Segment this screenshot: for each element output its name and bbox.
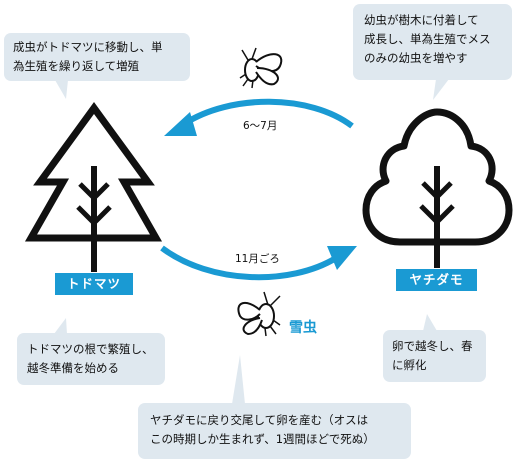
insect-icon — [239, 47, 283, 89]
insect-icon — [237, 291, 281, 337]
conifer-label-box — [55, 273, 133, 295]
text-line: に孵化 — [392, 358, 427, 372]
arrow-top — [164, 98, 354, 136]
deciduous-label: ヤチダモ — [409, 272, 464, 287]
conifer-tree-icon — [24, 102, 163, 272]
insect-label: 雪虫 — [289, 320, 317, 336]
text-line: 幼虫が樹木に付着して — [364, 13, 479, 27]
conifer-label: トドマツ — [66, 276, 121, 291]
text-line: この時期しか生まれず、1週間ほどで死ぬ） — [150, 432, 375, 446]
bubble-bottom-center-text: ヤチダモに戻り交尾して卵を産む（オスは この時期しか生まれず、1週間ほどで死ぬ） — [150, 411, 375, 449]
arrow-bottom-label: 11月ごろ — [235, 253, 280, 265]
text-line: トドマツの根で繁殖し、 — [27, 342, 154, 356]
deciduous-tree-icon — [362, 108, 513, 268]
bubble-top-right-text: 幼虫が樹木に付着して 成長し、単為生殖でメス のみの幼虫を増やす — [364, 11, 491, 68]
bubble-top-left — [4, 33, 190, 99]
text-line: 為生殖を繰り返して増殖 — [13, 59, 140, 73]
bubble-bottom-right — [383, 314, 486, 382]
bubble-bottom-right-text: 卵で越冬し、春 に孵化 — [392, 337, 473, 375]
text-line: のみの幼虫を増やす — [364, 51, 468, 65]
arrow-bottom — [160, 245, 357, 281]
bubble-bottom-center — [138, 355, 411, 459]
arrow-top-label: 6～7月 — [243, 120, 278, 132]
bubble-bottom-left — [17, 318, 165, 385]
bubble-bottom-left-text: トドマツの根で繁殖し、 越冬準備を始める — [27, 340, 154, 378]
bubble-top-left-text: 成虫がトドマツに移動し、単 為生殖を繰り返して増殖 — [13, 38, 163, 76]
text-line: 成長し、単為生殖でメス — [364, 32, 491, 46]
text-line: 卵で越冬し、春 — [392, 339, 473, 353]
text-line: 成虫がトドマツに移動し、単 — [13, 40, 163, 54]
bubble-top-right — [353, 4, 512, 100]
text-line: 越冬準備を始める — [27, 361, 119, 375]
text-line: ヤチダモに戻り交尾して卵を産む（オスは — [150, 413, 369, 427]
deciduous-label-box — [396, 269, 477, 291]
